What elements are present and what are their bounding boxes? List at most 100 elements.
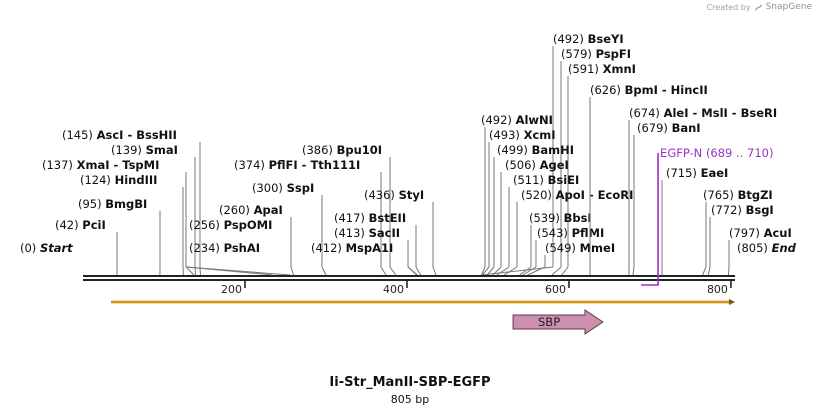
restriction-site[interactable]: (42) PciI <box>55 218 118 276</box>
restriction-site[interactable]: (549) MmeI <box>527 241 615 276</box>
site-name: ApoI - EcoRI <box>556 188 634 202</box>
restriction-site-label: (511) BsiEI <box>513 173 579 187</box>
site-leader-connector <box>561 266 569 276</box>
restriction-site[interactable]: (579) PspFI <box>551 47 631 276</box>
restriction-site[interactable]: (626) BpmI - HincII <box>589 83 708 276</box>
restriction-site[interactable]: (0) Start <box>20 241 73 255</box>
site-position: (413) <box>334 226 369 240</box>
restriction-site[interactable]: (499) BamHI <box>486 143 574 276</box>
site-name: AgeI <box>540 158 569 172</box>
restriction-site[interactable]: (417) BstEII <box>334 211 422 276</box>
restriction-site-label: (506) AgeI <box>505 158 569 172</box>
restriction-site[interactable]: (492) AlwNI <box>481 113 553 276</box>
restriction-site[interactable]: (145) AscI - BssHII <box>62 128 201 276</box>
restriction-site[interactable]: (139) SmaI <box>111 143 197 276</box>
site-name: Bpu10I <box>337 143 382 157</box>
restriction-site[interactable]: (300) SspI <box>252 181 327 276</box>
site-leader-connector <box>481 266 490 276</box>
site-name: End <box>772 241 797 255</box>
site-leader-connector <box>321 266 327 276</box>
restriction-site[interactable]: (511) BsiEI <box>496 173 579 276</box>
restriction-site[interactable]: (543) PflMI <box>522 226 604 276</box>
site-leader-connector <box>380 266 387 276</box>
ruler-tick-label: 600 <box>545 283 566 296</box>
site-position: (591) <box>568 62 603 76</box>
restriction-site[interactable]: (765) BtgZI <box>702 188 773 276</box>
site-position: (0) <box>20 241 40 255</box>
site-name: XmnI <box>603 62 636 76</box>
credit-brand: SnapGene <box>765 2 812 12</box>
restriction-site-label: (772) BsgI <box>711 203 774 217</box>
restriction-site-label: (543) PflMI <box>537 226 604 240</box>
restriction-site-label: (499) BamHI <box>497 143 574 157</box>
restriction-site[interactable]: (260) ApaI <box>219 203 295 276</box>
construct-length: 805 bp <box>390 393 430 406</box>
site-leader-connector <box>632 266 635 276</box>
site-name: AlwNI <box>516 113 553 127</box>
site-position: (436) <box>364 188 399 202</box>
restriction-site-label: (493) XcmI <box>489 128 556 142</box>
restriction-site[interactable]: (413) SacII <box>334 226 418 276</box>
restriction-site[interactable]: (539) BbsI <box>519 211 592 276</box>
restriction-site[interactable]: (797) AcuI <box>728 226 792 276</box>
restriction-site-label: (374) PflFI - Tth111I <box>234 158 360 172</box>
restriction-site-label: (626) BpmI - HincII <box>590 83 708 97</box>
restriction-site[interactable]: (493) XcmI <box>481 128 556 276</box>
site-leader-connector <box>407 266 418 276</box>
feature-arrowhead-icon <box>729 299 735 305</box>
restriction-site[interactable]: (715) EaeI <box>661 166 728 276</box>
site-leader-connector <box>702 266 707 276</box>
restriction-site[interactable]: (674) AleI - MslI - BseRI <box>628 106 777 276</box>
restriction-site[interactable]: (436) StyI <box>364 188 437 276</box>
restriction-site-label: (765) BtgZI <box>703 188 773 202</box>
site-position: (679) <box>637 121 672 135</box>
restriction-site[interactable]: (95) BmgBI <box>78 197 161 276</box>
restriction-site[interactable]: (679) BanI <box>632 121 701 276</box>
site-position: (492) <box>553 32 588 46</box>
site-position: (137) <box>42 158 77 172</box>
site-name: Start <box>40 241 73 255</box>
restriction-site-label: (539) BbsI <box>529 211 592 225</box>
restriction-site[interactable]: (124) HindIII <box>80 173 184 276</box>
restriction-site-label: (520) ApoI - EcoRI <box>521 188 633 202</box>
full-length-feature-arrow[interactable] <box>111 299 735 305</box>
restriction-sites: (0) Start(42) PciI(95) BmgBI(124) HindII… <box>20 32 797 276</box>
restriction-site-label: (436) StyI <box>364 188 424 202</box>
site-position: (579) <box>561 47 596 61</box>
site-position: (511) <box>513 173 548 187</box>
restriction-site-label: (256) PspOMI <box>189 218 272 232</box>
feature-sbp[interactable]: SBP <box>512 309 604 335</box>
site-name: PciI <box>82 218 105 232</box>
restriction-site[interactable]: (386) Bpu10I <box>302 143 397 276</box>
site-leader-connector <box>486 266 495 276</box>
site-name: BamHI <box>532 143 574 157</box>
restriction-site-label: (579) PspFI <box>561 47 631 61</box>
site-position: (797) <box>729 226 764 240</box>
site-position: (549) <box>545 241 580 255</box>
site-name: PshAI <box>224 241 260 255</box>
site-name: BbsI <box>564 211 592 225</box>
restriction-site[interactable]: (805) End <box>737 241 797 255</box>
restriction-site[interactable]: (234) PshAI <box>185 241 273 276</box>
restriction-site-label: (300) SspI <box>252 181 314 195</box>
site-position: (492) <box>481 113 516 127</box>
site-leader-connector <box>519 266 532 276</box>
site-name: BmgBI <box>105 197 147 211</box>
restriction-site[interactable]: (256) PspOMI <box>185 218 291 276</box>
restriction-site[interactable]: (137) XmaI - TspMI <box>42 158 195 276</box>
restriction-site[interactable]: (374) PflFI - Tth111I <box>234 158 387 276</box>
restriction-site[interactable]: (412) MspA1I <box>311 241 418 276</box>
site-position: (543) <box>537 226 572 240</box>
restriction-site-label: (674) AleI - MslI - BseRI <box>629 106 777 120</box>
site-name: XcmI <box>524 128 556 142</box>
site-leader-connector <box>185 266 195 276</box>
restriction-site-label: (0) Start <box>20 241 73 255</box>
restriction-site[interactable]: (772) BsgI <box>707 203 774 276</box>
primer-egfp-n[interactable]: EGFP-N (689 .. 710) <box>641 146 773 286</box>
site-position: (124) <box>80 173 115 187</box>
restriction-site[interactable]: (520) ApoI - EcoRI <box>503 188 633 276</box>
restriction-site[interactable]: (591) XmnI <box>561 62 636 276</box>
site-name: BpmI - HincII <box>625 83 708 97</box>
restriction-site[interactable]: (506) AgeI <box>492 158 569 276</box>
